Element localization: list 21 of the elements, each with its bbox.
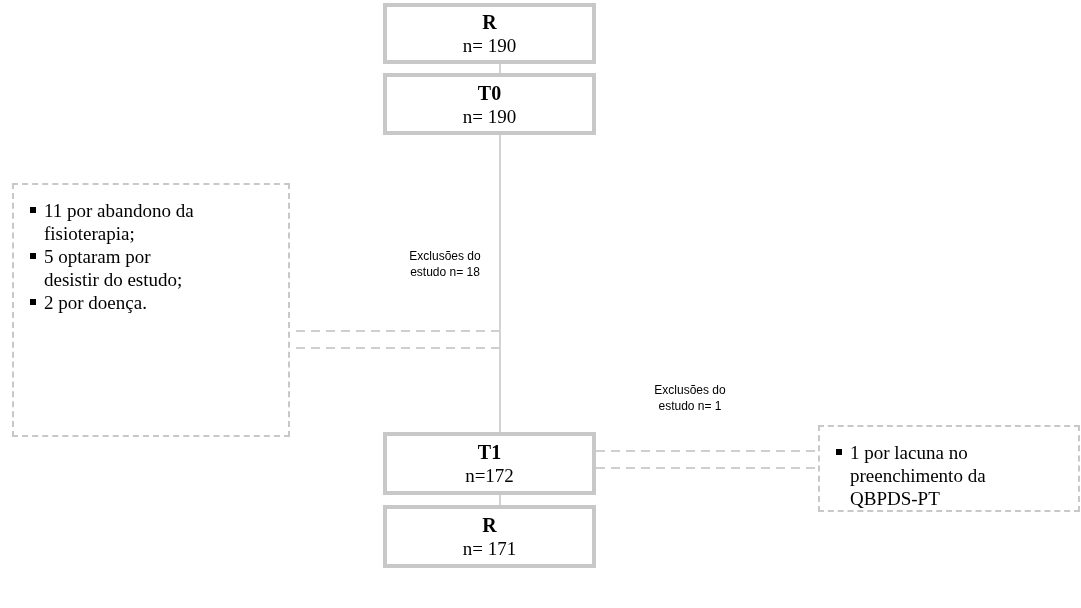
sample-count: n= 190 <box>462 34 517 57</box>
exclusion-reason: 2 por doença. <box>44 291 148 314</box>
sample-count: n= 171 <box>462 537 517 560</box>
stage-box <box>383 505 596 568</box>
exclusion-reason: 1 por lacuna no preenchimento da QBPDS-PT <box>850 441 987 510</box>
sample-count: n= 190 <box>462 104 517 128</box>
connector-line <box>499 63 501 74</box>
exclusion-reason: 11 por abandono da fisioterapia; <box>44 199 194 245</box>
exclusion-reason: 5 optaram por desistir do estudo; <box>44 245 184 291</box>
stage-box <box>383 3 596 64</box>
connector-line <box>499 494 501 506</box>
stage-box <box>383 73 596 135</box>
exclusion-box <box>12 183 290 437</box>
stage-title: R <box>482 513 497 537</box>
connector-line <box>499 134 501 433</box>
sample-count: n=172 <box>465 464 514 487</box>
stage-box <box>383 432 596 495</box>
stage-title: R <box>482 10 497 34</box>
stage-title: T0 <box>477 80 502 105</box>
exclusion-box <box>818 425 1080 512</box>
stage-title: T1 <box>477 440 502 464</box>
